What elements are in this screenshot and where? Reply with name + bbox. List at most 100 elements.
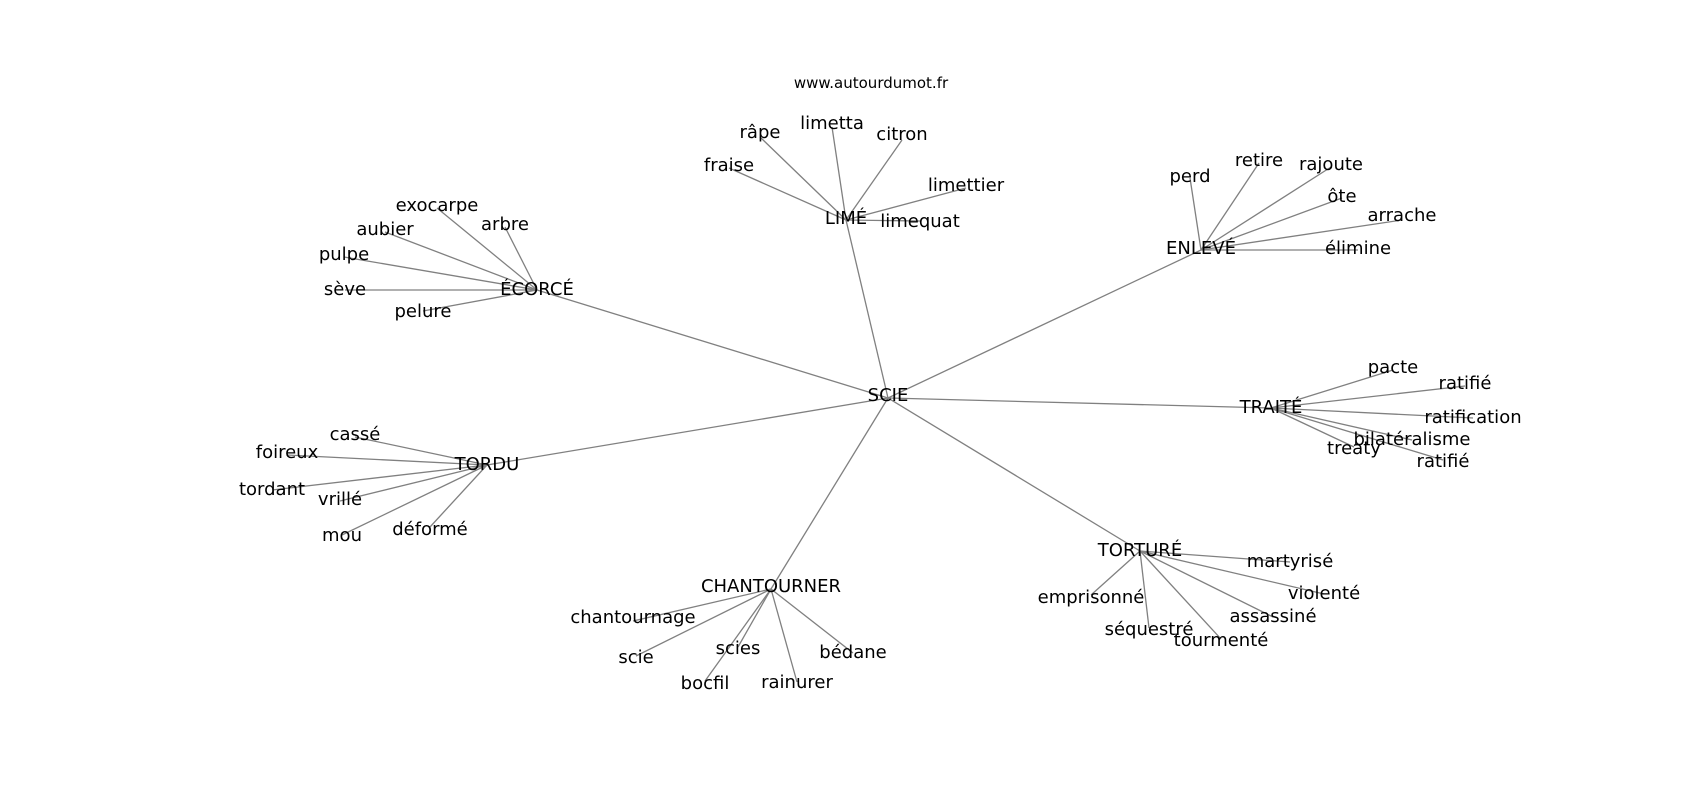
edge-ecorce-pelure — [422, 289, 538, 312]
edge-enleve-retire — [1200, 162, 1260, 251]
root-node-scie: SCIE — [868, 385, 909, 406]
hub-node-enleve: ENLEVÉ — [1166, 237, 1236, 259]
hub-node-torture: TORTURÉ — [1097, 539, 1182, 561]
edge-ecorce-aubier — [384, 231, 538, 291]
edge-lime-limequat — [845, 219, 921, 222]
leaf-node-tourmente: tourmenté — [1174, 630, 1269, 651]
leaf-node-rajoute: rajoute — [1299, 154, 1363, 175]
leaf-node-exocarpe: exocarpe — [396, 195, 479, 216]
leaf-node-bedane: bédane — [819, 642, 886, 663]
leaf-node-assassine: assassiné — [1229, 606, 1316, 627]
hub-node-tordu: TORDU — [454, 454, 520, 475]
edge-torture-tourmente — [1139, 550, 1222, 640]
leaf-node-sequestre: séquestré — [1105, 619, 1194, 640]
edge-chantourner-chantournage — [632, 588, 772, 622]
edge-enleve-ote — [1200, 197, 1343, 251]
edge-traite-ratification — [1270, 407, 1474, 419]
leaf-node-limettier: limettier — [928, 175, 1005, 196]
leaf-node-fraise: fraise — [704, 155, 754, 176]
hub-node-lime: LIMÉ — [825, 207, 867, 229]
edge-ecorce-exocarpe — [436, 207, 538, 291]
leaf-node-seve: sève — [324, 279, 366, 300]
leaf-node-limetta: limetta — [800, 113, 864, 134]
leaf-node-limequat: limequat — [880, 211, 960, 232]
edge-torture-assassine — [1139, 550, 1274, 618]
leaf-node-elimine: élimine — [1325, 238, 1391, 259]
leaf-node-pulpe: pulpe — [319, 244, 369, 265]
edge-root-lime — [845, 219, 889, 399]
edge-tordu-tordant — [271, 464, 488, 491]
edge-traite-bilateralisme — [1270, 407, 1413, 441]
leaf-node-perd: perd — [1169, 166, 1210, 187]
edge-root-chantourner — [770, 397, 889, 590]
edge-lime-limetta — [831, 126, 847, 221]
graph-edges — [271, 126, 1474, 683]
edge-root-torture — [887, 397, 1141, 552]
edge-root-enleve — [887, 249, 1202, 399]
edge-traite-pacte — [1270, 369, 1394, 409]
leaf-node-pelure: pelure — [395, 301, 452, 322]
leaf-node-aubier: aubier — [356, 219, 414, 240]
leaf-node-pacte: pacte — [1368, 357, 1418, 378]
edge-tordu-casse — [354, 436, 488, 466]
edge-traite-ratifie — [1270, 385, 1466, 409]
edge-tordu-foireux — [286, 454, 488, 466]
leaf-node-ote: ôte — [1327, 186, 1356, 207]
leaf-node-ratifie: ratifié — [1439, 373, 1492, 394]
hub-node-ecorce: ÉCORCÉ — [500, 278, 574, 300]
leaf-node-martyrise: martyrisé — [1247, 551, 1334, 572]
graph-labels: SCIE LIMÉ râpe limetta citron fraise limettier… — [239, 113, 1522, 694]
leaf-node-rape: râpe — [740, 122, 781, 143]
edge-ecorce-pulpe — [343, 256, 538, 291]
edge-root-traite — [887, 397, 1272, 409]
leaf-node-treaty: treaty — [1327, 438, 1381, 459]
leaf-node-emprisonne: emprisonné — [1038, 587, 1145, 608]
leaf-node-violente: violenté — [1288, 583, 1360, 604]
leaf-node-vrille: vrillé — [318, 489, 362, 510]
edge-traite-treaty — [1270, 407, 1355, 448]
edge-enleve-arrache — [1200, 219, 1403, 251]
edge-root-ecorce — [536, 289, 889, 399]
leaf-node-scies: scies — [716, 638, 761, 659]
leaf-node-bilateralisme: bilatéralisme — [1353, 429, 1470, 450]
edge-enleve-rajoute — [1200, 166, 1332, 251]
leaf-node-retire: retire — [1235, 150, 1283, 171]
edge-torture-sequestre — [1139, 550, 1150, 629]
leaf-node-arbre: arbre — [481, 214, 529, 235]
leaf-node-mou: mou — [322, 525, 362, 546]
edge-root-tordu — [486, 397, 889, 466]
site-url-label: www.autourdumot.fr — [794, 74, 949, 92]
leaf-node-chantournage: chantournage — [570, 607, 695, 628]
edge-lime-limettier — [845, 187, 967, 221]
edge-ecorce-arbre — [504, 226, 538, 291]
edge-chantourner-bocfil — [704, 588, 772, 682]
hub-node-chantourner: CHANTOURNER — [701, 576, 841, 597]
edge-traite-ratifie — [1270, 407, 1444, 461]
leaf-node-deforme: déformé — [392, 519, 468, 540]
edge-torture-emprisonne — [1090, 550, 1141, 596]
leaf-node-bocfil: bocfil — [681, 673, 730, 694]
leaf-node-ratification: ratification — [1424, 407, 1521, 428]
edge-lime-rape — [759, 136, 847, 221]
leaf-node-foireux: foireux — [256, 442, 319, 463]
leaf-node-ratifie: ratifié — [1417, 451, 1470, 472]
edge-chantourner-scies — [737, 588, 772, 648]
leaf-node-tordant: tordant — [239, 479, 305, 500]
edge-chantourner-bedane — [770, 588, 854, 654]
edge-lime-citron — [845, 139, 903, 221]
edge-torture-martyrise — [1139, 550, 1291, 563]
edge-chantourner-scie — [635, 588, 772, 657]
leaf-node-arrache: arrache — [1368, 205, 1437, 226]
leaf-node-casse: cassé — [330, 424, 381, 445]
edge-torture-violente — [1139, 550, 1325, 595]
edge-tordu-deforme — [429, 464, 488, 528]
edge-tordu-vrille — [339, 464, 488, 502]
edge-enleve-perd — [1189, 177, 1202, 251]
edge-lime-fraise — [728, 167, 847, 221]
edge-chantourner-rainurer — [770, 588, 798, 683]
leaf-node-rainurer: rainurer — [761, 672, 833, 693]
hub-node-traite: TRAITÉ — [1239, 396, 1303, 418]
leaf-node-citron: citron — [876, 124, 927, 145]
leaf-node-scie: scie — [618, 647, 653, 668]
